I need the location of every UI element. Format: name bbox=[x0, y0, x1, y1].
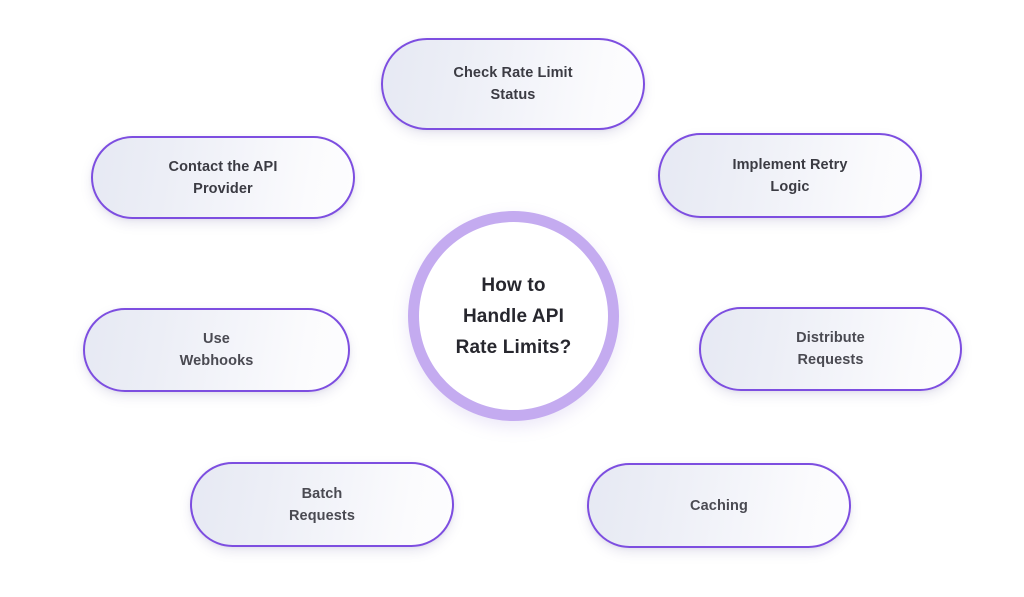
node-check-rate-limit-status[interactable]: Check Rate Limit Status bbox=[381, 38, 645, 130]
node-label: Caching bbox=[690, 497, 748, 514]
node-contact-the-api-provider[interactable]: Contact the API Provider bbox=[91, 136, 355, 219]
node-label: Contact the API Provider bbox=[168, 158, 278, 197]
node-label: Distribute Requests bbox=[796, 330, 865, 368]
node-distribute-requests[interactable]: Distribute Requests bbox=[699, 307, 962, 391]
node-label: Use Webhooks bbox=[179, 331, 254, 369]
node-caching[interactable]: Caching bbox=[587, 463, 851, 548]
node-label: Batch Requests bbox=[288, 485, 356, 524]
center-hub-circle: How to Handle API Rate Limits? bbox=[408, 211, 619, 421]
center-hub-label: How to Handle API Rate Limits? bbox=[455, 274, 572, 358]
node-label: Check Rate Limit Status bbox=[453, 65, 573, 103]
node-use-webhooks[interactable]: Use Webhooks bbox=[83, 308, 350, 392]
node-implement-retry-logic[interactable]: Implement Retry Logic bbox=[658, 133, 922, 218]
node-label: Implement Retry Logic bbox=[732, 156, 848, 195]
node-batch-requests[interactable]: Batch Requests bbox=[190, 462, 454, 547]
